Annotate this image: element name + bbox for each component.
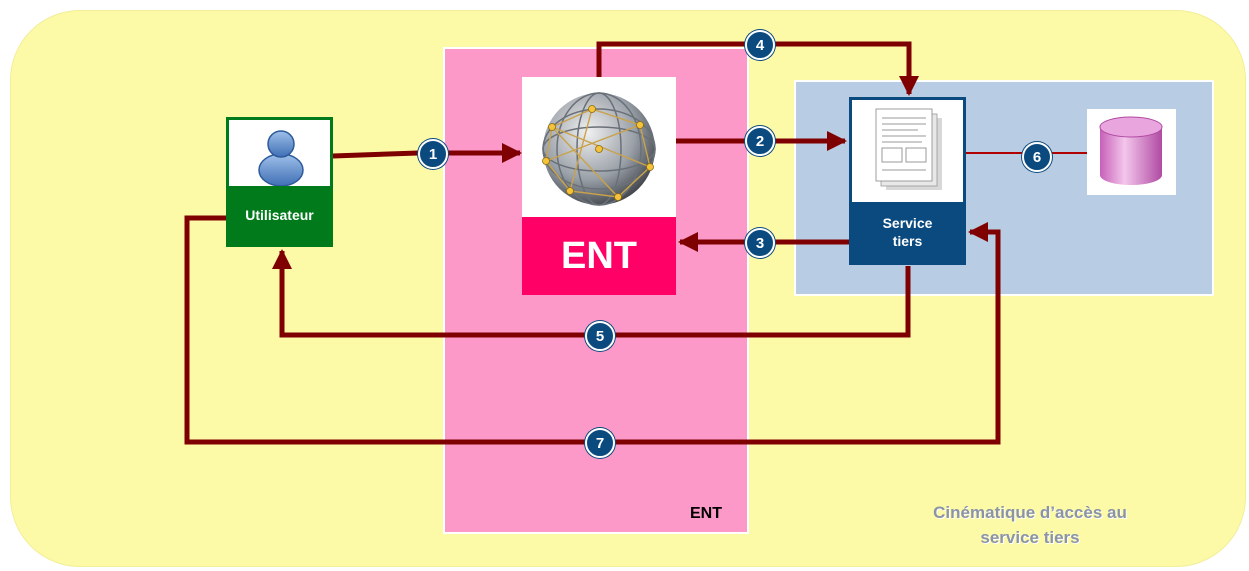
- step-badge-4: 4: [745, 30, 775, 60]
- service-label: Service tiers: [852, 202, 963, 262]
- step-badge-7: 7: [585, 428, 615, 458]
- diagram-caption: Cinématique d’accès au service tiers: [933, 503, 1127, 547]
- user-label: Utilisateur: [229, 186, 330, 244]
- document-icon: [875, 108, 942, 190]
- service-node: Service tiers: [849, 97, 966, 265]
- step-badge-3: 3: [745, 228, 775, 258]
- database-icon: [1099, 116, 1163, 185]
- ent-zone-label: ENT: [690, 505, 722, 522]
- step-badge-6: 6: [1022, 142, 1052, 172]
- globe-network-icon: [542, 92, 656, 206]
- user-icon: [258, 130, 304, 187]
- database-node: [1087, 109, 1176, 195]
- step-badge-2: 2: [745, 126, 775, 156]
- step-badge-5: 5: [585, 321, 615, 351]
- step-badge-1: 1: [418, 139, 448, 169]
- user-node: Utilisateur: [226, 117, 333, 247]
- ent-label: ENT: [522, 217, 676, 295]
- ent-node: ENT: [522, 77, 676, 295]
